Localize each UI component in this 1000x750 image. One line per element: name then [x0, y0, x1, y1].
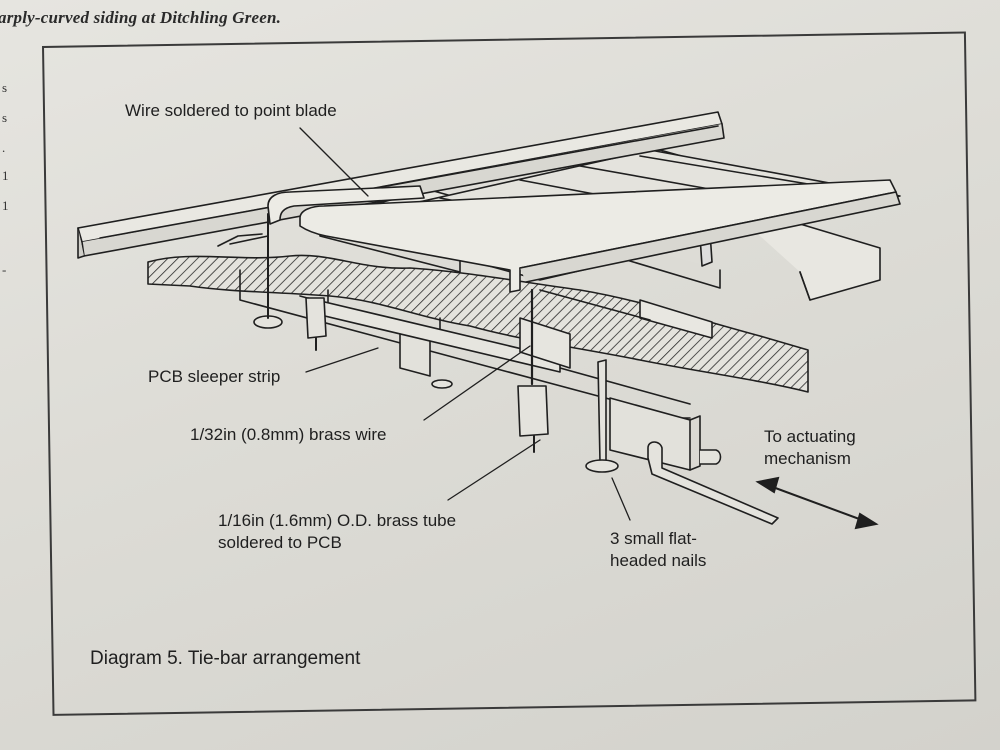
label-pcb-sleeper: PCB sleeper strip — [148, 367, 281, 386]
diagram-title: Diagram 5. Tie-bar arrangement — [90, 648, 361, 669]
label-brass-tube: 1/16in (1.6mm) O.D. brass tube soldered … — [218, 510, 456, 554]
nail — [597, 359, 607, 463]
ballast-section — [147, 254, 809, 393]
label-brass-wire: 1/32in (0.8mm) brass wire — [190, 425, 387, 444]
label-actuating-line-2: mechanism — [764, 449, 851, 468]
double-arrow-icon — [755, 476, 879, 530]
label-brass-tube-line-2: soldered to PCB — [218, 533, 342, 552]
label-nails-line-1: 3 small flat- — [610, 529, 697, 548]
margin-text-5: 1 — [2, 198, 9, 213]
page-caption: arply-curved siding at Ditchling Green. — [0, 8, 282, 27]
brass-tube-right — [517, 385, 549, 437]
margin-text-4: 1 — [2, 168, 9, 183]
label-wire-soldered: Wire soldered to point blade — [125, 101, 337, 120]
margin-text-6: - — [2, 262, 7, 277]
label-actuating: To actuating mechanism — [764, 426, 856, 470]
actuating-rod — [647, 441, 779, 525]
margin-text-3: . — [2, 140, 6, 155]
label-nails-line-2: headed nails — [610, 551, 707, 570]
margin-text-2: s — [2, 110, 8, 125]
label-actuating-line-1: To actuating — [764, 427, 856, 446]
margin-text-1: s — [2, 80, 8, 95]
brass-tube-left — [305, 297, 327, 339]
point-blade — [267, 185, 425, 225]
label-brass-tube-line-1: 1/16in (1.6mm) O.D. brass tube — [218, 511, 457, 530]
label-nails: 3 small flat- headed nails — [610, 528, 706, 572]
near-rail — [299, 179, 897, 293]
